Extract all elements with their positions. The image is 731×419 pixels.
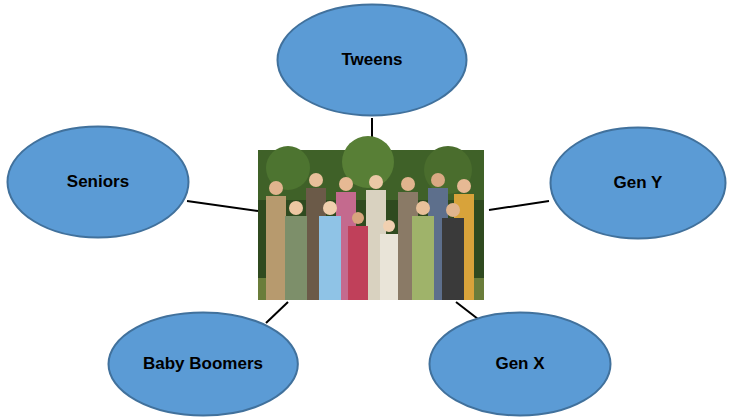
ellipse-shape — [551, 128, 726, 239]
person — [352, 212, 364, 224]
leader-line — [187, 201, 258, 211]
person — [348, 226, 368, 300]
node-label: Seniors — [67, 172, 129, 192]
ellipse-shape — [278, 5, 467, 116]
person — [323, 201, 337, 215]
person — [457, 179, 471, 193]
person — [269, 181, 283, 195]
person — [416, 201, 430, 215]
node-label: Gen Y — [614, 173, 663, 193]
person — [401, 177, 415, 191]
ellipse-shape — [108, 313, 297, 416]
person — [412, 216, 434, 300]
leader-line — [489, 201, 549, 210]
person — [380, 234, 398, 300]
person — [285, 216, 307, 300]
generation-ellipse: Tweens — [276, 3, 468, 117]
leader-lines — [187, 118, 549, 323]
ellipse-shape — [8, 127, 189, 238]
generation-ellipse: Gen Y — [549, 126, 727, 240]
person — [446, 203, 460, 217]
person — [431, 173, 445, 187]
person — [309, 173, 323, 187]
person — [266, 196, 286, 300]
person — [319, 216, 341, 300]
node-label: Tweens — [341, 50, 402, 70]
leader-line — [456, 302, 478, 319]
front-row-people — [285, 201, 464, 300]
person — [383, 220, 395, 232]
person — [369, 175, 383, 189]
generation-ellipse: Gen X — [428, 311, 612, 417]
person — [442, 218, 464, 300]
node-label: Gen X — [495, 354, 544, 374]
person — [289, 201, 303, 215]
generation-ellipse: Seniors — [6, 125, 190, 239]
generation-ellipse: Baby Boomers — [107, 311, 299, 417]
node-label: Baby Boomers — [143, 354, 263, 374]
person — [339, 177, 353, 191]
back-row-people — [266, 173, 474, 300]
ellipse-shape — [430, 313, 611, 416]
group-photo — [258, 136, 484, 300]
leader-line — [266, 302, 288, 323]
photo-foliage — [424, 146, 472, 194]
